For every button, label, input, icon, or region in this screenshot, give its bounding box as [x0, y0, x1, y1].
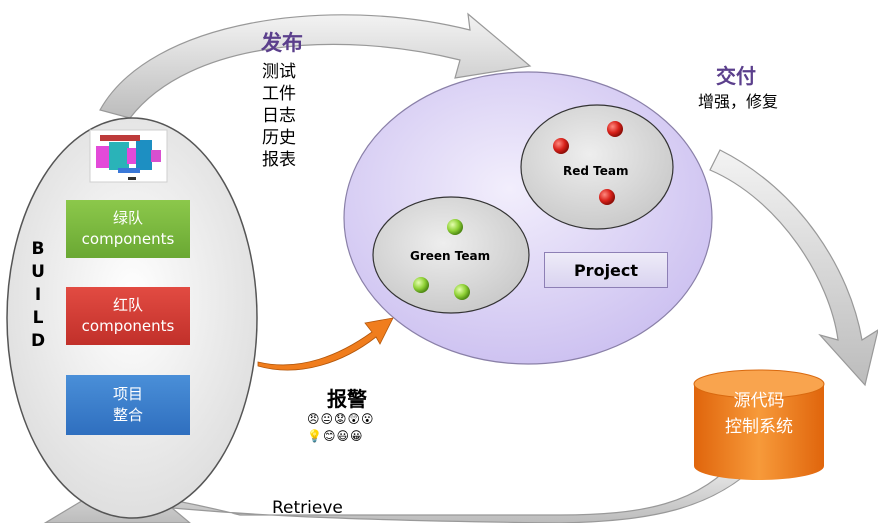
integrate-box-line1: 项目: [112, 385, 143, 403]
green-team-ellipse: [372, 196, 530, 314]
top-arc-arrow: [99, 12, 532, 119]
build-letter: L: [32, 308, 44, 328]
build-letter: D: [30, 331, 46, 351]
deliver-title: 交付: [716, 64, 756, 88]
build-letter: U: [31, 262, 45, 282]
red-team-label: Red Team: [563, 164, 629, 178]
alert-arrow: [257, 317, 394, 371]
red-box-line1: 红队: [112, 296, 143, 314]
deliver-subtitle: 增强，修复: [698, 92, 779, 111]
alert-emoticons: 😠😐😟😲😮 💡😊😃😀: [307, 411, 375, 445]
build-letter: B: [31, 239, 45, 259]
feedback-items: 测试 工件 日志 历史 报表: [262, 61, 296, 171]
red-team-ellipse: [520, 104, 674, 230]
green-team-components-box: 绿队 components: [66, 200, 190, 258]
build-label: B U I L D: [30, 238, 46, 353]
feedback-item: 测试: [262, 62, 296, 82]
green-box-line2: components: [81, 230, 175, 248]
alert-icon-row: 😠😐😟😲😮: [307, 412, 375, 426]
alert-title: 报警: [327, 387, 367, 411]
feedback-item: 日志: [262, 106, 296, 126]
feedback-item: 历史: [262, 128, 296, 148]
feedback-item: 工件: [262, 84, 296, 104]
integrate-box-line2: 整合: [112, 406, 143, 424]
green-box-line1: 绿队: [112, 209, 143, 227]
project-box: Project: [544, 252, 668, 288]
source-control-label: 源代码 控制系统: [696, 388, 822, 440]
project-integration-box: 项目 整合: [66, 375, 190, 435]
source-control-cylinder: [693, 369, 825, 480]
component-machine-icon: [89, 129, 168, 183]
retrieve-label: Retrieve: [272, 498, 343, 518]
source-control-line1: 源代码: [733, 391, 785, 411]
source-control-line2: 控制系统: [725, 417, 793, 437]
green-team-label: Green Team: [410, 249, 491, 263]
feedback-item: 报表: [262, 150, 296, 170]
red-team-components-box: 红队 components: [66, 287, 190, 345]
alert-icon-row: 💡😊😃😀: [307, 429, 364, 443]
red-box-line2: components: [81, 317, 175, 335]
right-arc-arrow: [709, 149, 878, 387]
red-team-members: [553, 121, 623, 205]
feedback-title: 发布: [261, 31, 303, 55]
build-letter: I: [34, 285, 42, 305]
green-team-members: [413, 219, 470, 300]
